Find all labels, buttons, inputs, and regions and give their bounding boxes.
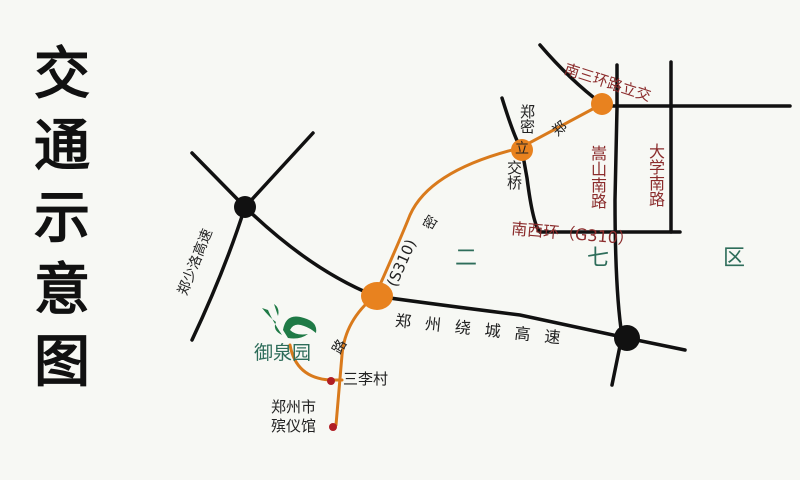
zhengmi-road-route (373, 102, 604, 298)
zhengmi-interchange-bottom: 交桥 (505, 160, 523, 190)
title-char: 意 (34, 257, 90, 323)
black-interchange-node (614, 325, 640, 351)
road-segment (243, 131, 315, 209)
orange-interchange-node (361, 282, 393, 310)
district-char: 区 (723, 246, 746, 271)
road-segment (190, 151, 247, 209)
title-char: 图 (34, 329, 90, 395)
title-char: 交 (34, 41, 90, 107)
ring-expressway (373, 294, 687, 352)
access-route (334, 294, 377, 427)
poi-dot (329, 423, 337, 431)
map-title: 交 通 示 意 图 (22, 38, 102, 398)
yuquanyuan-logo-icon (262, 304, 317, 339)
funeral-home-label-line1: 郑州市 (271, 398, 317, 416)
sanli-village-label: 三李村 (343, 370, 389, 388)
funeral-home-label-line2: 殡仪馆 (271, 417, 317, 435)
yuquanyuan-label: 御泉园 (254, 342, 312, 364)
zhengshao-expressway (190, 205, 247, 342)
orange-interchange-node (591, 93, 613, 115)
district-char: 二 (455, 246, 478, 271)
black-interchange-node (234, 196, 256, 218)
district-char: 七 (587, 246, 610, 271)
poi-dot (327, 377, 335, 385)
songshan-south-road-label: 嵩山南路 (588, 145, 607, 209)
orange-interchange-node (511, 139, 533, 161)
zhengmi-interchange-mid: 立 (515, 141, 529, 157)
south-west-ring (500, 96, 682, 234)
title-char: 示 (34, 185, 90, 251)
zhengmi-interchange-top: 郑密 (518, 104, 536, 134)
road-segment (243, 205, 377, 298)
title-char: 通 (34, 113, 90, 179)
daxue-south-road-label: 大学南路 (646, 143, 665, 207)
